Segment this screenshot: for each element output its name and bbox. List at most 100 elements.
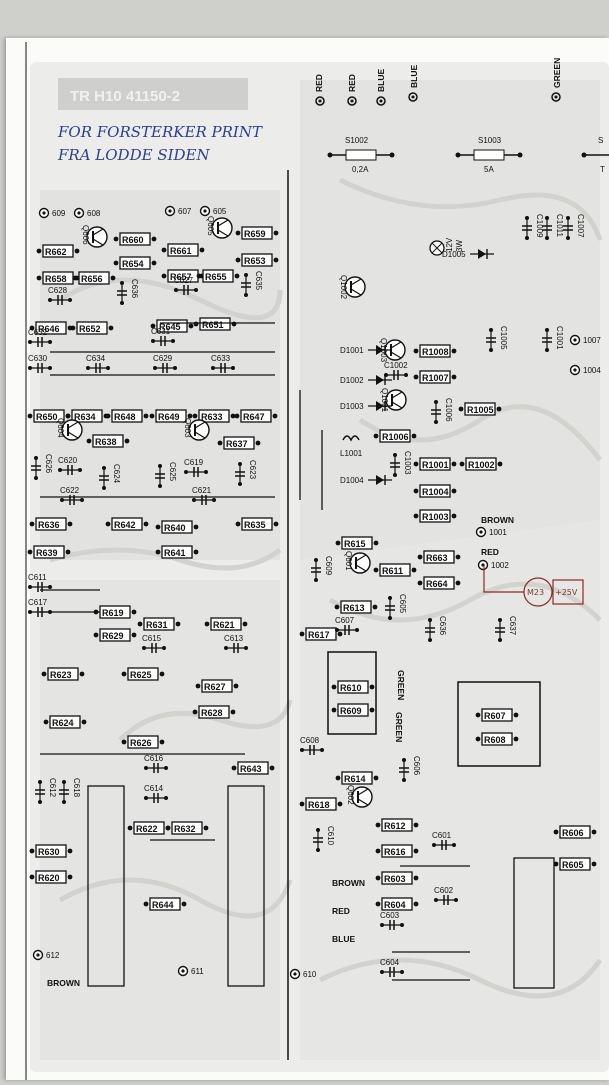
transistor-q601: Q601 [344, 551, 370, 573]
capacitor-label: C605 [398, 594, 407, 614]
wire-label-red-2: RED [347, 74, 357, 92]
capacitor-label: C607 [335, 616, 355, 625]
capacitor-label: C631 [151, 327, 171, 336]
resistor-label: R610 [340, 683, 362, 693]
capacitor-label: C633 [211, 354, 231, 363]
svg-text:S1002: S1002 [345, 136, 369, 145]
wire-label-blue-b: BLUE [332, 934, 355, 944]
capacitor-label: C626 [44, 454, 53, 474]
pad-label: 605 [213, 207, 227, 216]
capacitor-label: C1001 [555, 326, 564, 350]
resistor-label: R616 [384, 847, 406, 857]
capacitor-label: C614 [144, 784, 164, 793]
capacitor-label: C637 [508, 616, 517, 636]
resistor-r611: R611 [374, 564, 417, 576]
resistor-r606: R606 [554, 826, 597, 838]
resistor-label: R649 [158, 412, 180, 422]
resistor-r1003: R1003 [414, 510, 457, 522]
resistor-r1002: R1002 [460, 458, 503, 470]
resistor-label: R622 [136, 824, 158, 834]
resistor-r664: R664 [418, 577, 461, 589]
svg-text:M23: M23 [527, 588, 544, 597]
resistor-label: R658 [45, 274, 67, 284]
resistor-label: R611 [382, 566, 403, 576]
capacitor-label: C623 [248, 460, 257, 480]
resistor-label: R641 [164, 548, 186, 558]
resistor-r652: R652 [71, 322, 114, 334]
resistor-label: R639 [36, 548, 58, 558]
capacitor-label: C615 [142, 634, 162, 643]
capacitor-label: C610 [326, 826, 335, 846]
resistor-r1004: R1004 [414, 485, 457, 497]
capacitor-label: C1003 [403, 451, 412, 475]
pad-label: 607 [178, 207, 192, 216]
resistor-r619: R619 [94, 606, 137, 618]
resistor-r648: R648 [106, 410, 149, 422]
resistor-label: R636 [38, 520, 60, 530]
resistor-label: R640 [164, 523, 186, 533]
resistor-label: R652 [79, 324, 101, 334]
resistor-label: R604 [384, 900, 406, 910]
resistor-label: R607 [484, 711, 506, 721]
resistor-label: R1001 [422, 460, 449, 470]
wire-label-red-1: RED [314, 74, 324, 92]
svg-text:S: S [598, 136, 603, 145]
diode-label: D1002 [340, 376, 364, 385]
header-stamp: TR H10 41150-2 [58, 78, 248, 110]
resistor-label: R628 [201, 708, 223, 718]
resistor-label: R655 [205, 272, 227, 282]
copper-traces [30, 62, 609, 1072]
resistor-label: R1005 [467, 405, 494, 415]
resistor-r625: R625 [122, 668, 165, 680]
resistor-r1008: R1008 [414, 345, 457, 357]
transistor-q605: Q605 [206, 216, 232, 238]
resistor-label: R1003 [422, 512, 449, 522]
resistor-label: R662 [45, 247, 67, 257]
resistor-label: R608 [484, 735, 506, 745]
capacitor-label: C602 [434, 886, 454, 895]
resistor-label: R620 [38, 873, 60, 883]
resistor-label: R653 [244, 256, 266, 266]
transistor-q606: Q606 [81, 225, 107, 247]
capacitor-label: C606 [412, 756, 421, 776]
resistor-label: R644 [152, 900, 174, 910]
resistor-label: R627 [204, 682, 226, 692]
diode-label: D1004 [340, 476, 364, 485]
transistor-label: Q606 [81, 225, 90, 245]
resistor-r662: R662 [37, 245, 80, 257]
resistor-r643: R643 [232, 762, 275, 774]
resistor-label: R605 [562, 860, 584, 870]
resistor-label: R621 [213, 620, 235, 630]
resistor-label: R603 [384, 874, 406, 884]
resistor-r653: R653 [236, 254, 279, 266]
resistor-label: R632 [174, 824, 196, 834]
wire-label-green-b: GREEN [394, 712, 404, 742]
capacitor-label: C620 [58, 456, 78, 465]
diode-label: D1003 [340, 402, 364, 411]
resistor-label: R635 [244, 520, 266, 530]
transistor-q603: Q603 [183, 418, 209, 440]
wire-label-blue-2: BLUE [409, 65, 419, 88]
pad-1007: 1007 [571, 336, 602, 346]
resistor-label: R642 [114, 520, 136, 530]
resistor-r640: R640 [156, 521, 199, 533]
resistor-label: R659 [244, 229, 266, 239]
resistor-r647: R647 [235, 410, 278, 422]
capacitor-label: C621 [192, 486, 212, 495]
transistor-label: Q602 [346, 785, 355, 805]
pad-607: 607 [166, 207, 192, 217]
pad-label: 608 [87, 209, 101, 218]
resistor-label: R631 [146, 620, 168, 630]
resistor-label: R629 [102, 631, 124, 641]
handwritten-note-line2: FRA LODDE SIDEN [57, 146, 211, 164]
resistor-r638: R638 [87, 435, 130, 447]
resistor-label: R625 [130, 670, 152, 680]
resistor-r629: R629 [94, 629, 137, 641]
resistor-r621: R621 [205, 618, 248, 630]
capacitor-label: C617 [28, 598, 48, 607]
resistor-label: R1002 [468, 460, 495, 470]
pad-1002: 1002 [479, 561, 510, 571]
capacitor-label: C1011 [555, 214, 564, 238]
transistor-label: Q603 [183, 418, 192, 438]
capacitor-label: C635 [254, 271, 263, 291]
